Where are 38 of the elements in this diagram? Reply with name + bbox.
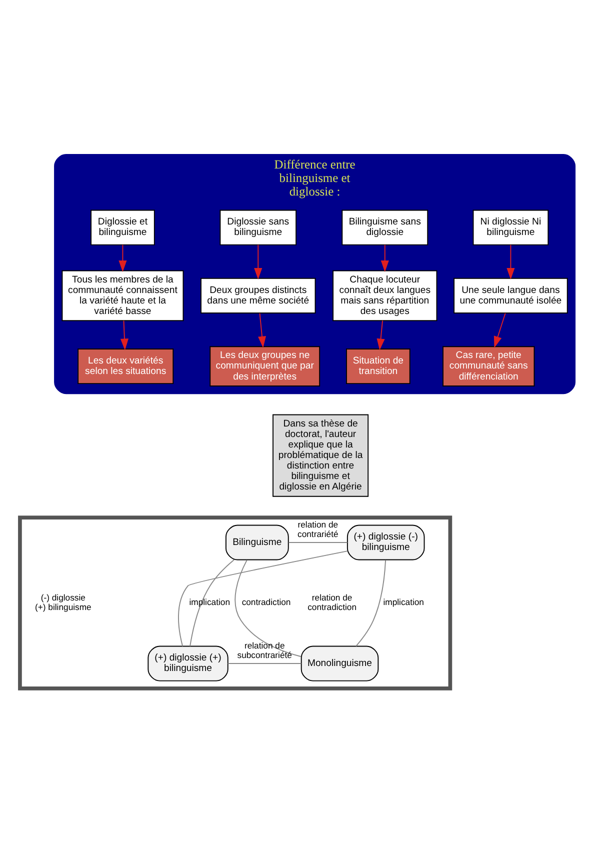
- node-box: Ni diglossie Ni bilinguisme: [472, 209, 549, 245]
- arrow: [494, 312, 506, 348]
- node-box: Bilinguisme sans diglossie: [342, 209, 428, 245]
- connector: [227, 662, 302, 664]
- node-box: Dans sa thèse de doctorat, l'auteur explique que la problématique de la distinction entre bilinguisme et diglossie en Algérie: [272, 414, 369, 496]
- node-box: Une seule langue dans une communauté isolée: [454, 277, 568, 313]
- node-box: Chaque locuteur connaît deux langues mais sans répartition des usages: [332, 270, 438, 321]
- cluster: [18, 515, 452, 690]
- edge-label: contradiction: [242, 596, 291, 607]
- arrow: [376, 320, 385, 350]
- node-box: (+) diglossie (-) bilinguisme: [346, 524, 425, 560]
- node-box: (+) diglossie (+) bilinguisme: [148, 645, 228, 681]
- arrow: [118, 244, 127, 272]
- connector: [190, 558, 234, 646]
- label: (-) diglossie (+) bilinguisme: [35, 592, 92, 612]
- connector: [356, 559, 386, 646]
- arrow: [120, 320, 129, 350]
- connector: [178, 550, 348, 646]
- node-box: Bilinguisme: [225, 524, 289, 560]
- label: relation de contradiction: [308, 592, 357, 612]
- arrow: [380, 244, 389, 272]
- node-box: Les deux variétés selon les situations: [78, 348, 174, 384]
- node-box: Tous les membres de la communauté connaissent la variété haute et la variété basse: [62, 270, 184, 321]
- edge-label: relation de contrariété: [298, 518, 338, 538]
- arrow: [254, 244, 262, 280]
- edge-label: implication: [189, 596, 230, 607]
- connector: [234, 559, 302, 657]
- arrow: [258, 312, 266, 348]
- node-box: Situation de transition: [346, 348, 410, 384]
- node-box: Diglossie sans bilinguisme: [220, 209, 297, 245]
- node-box: Cas rare, petite communauté sans différenciation: [442, 346, 535, 386]
- node-box: Deux groupes distincts dans une même société: [200, 277, 316, 313]
- edge-label: implication: [383, 596, 424, 607]
- arrow: [506, 244, 515, 280]
- node-box: Diglossie et bilinguisme: [90, 209, 155, 245]
- node-box: Monolinguisme: [300, 645, 379, 681]
- node-box: Les deux groupes ne communiquent que par des interprètes: [210, 346, 320, 386]
- edge-label: relation de subcontrariété: [237, 640, 292, 660]
